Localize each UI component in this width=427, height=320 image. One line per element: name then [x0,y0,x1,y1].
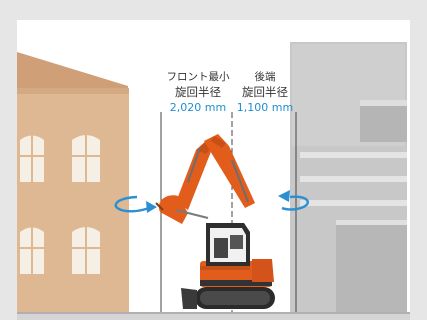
rear-radius-title-line2: 旋回半径 [242,85,288,99]
left-window-frames [20,134,100,274]
rear-radius-title-line1: 後端 [254,71,276,83]
excavator-icon [155,134,275,309]
right-building [290,42,407,314]
swing-arrow-right-head [278,190,290,202]
swing-arrow-left-icon [114,195,150,213]
rear-radius-label: 後端 旋回半径 1,100 mm [234,70,296,115]
left-building [17,52,129,314]
front-radius-value: 2,020 mm [169,101,227,114]
front-radius-label: フロント最小 旋回半径 2,020 mm [166,70,230,115]
front-radius-title-line1: フロント最小 [166,71,230,83]
swing-arrow-right-icon [281,195,310,211]
swing-arrow-left-head [146,201,157,213]
ground [17,312,410,320]
front-radius-title-line2: 旋回半径 [175,85,221,99]
rear-radius-value: 1,100 mm [236,101,294,114]
